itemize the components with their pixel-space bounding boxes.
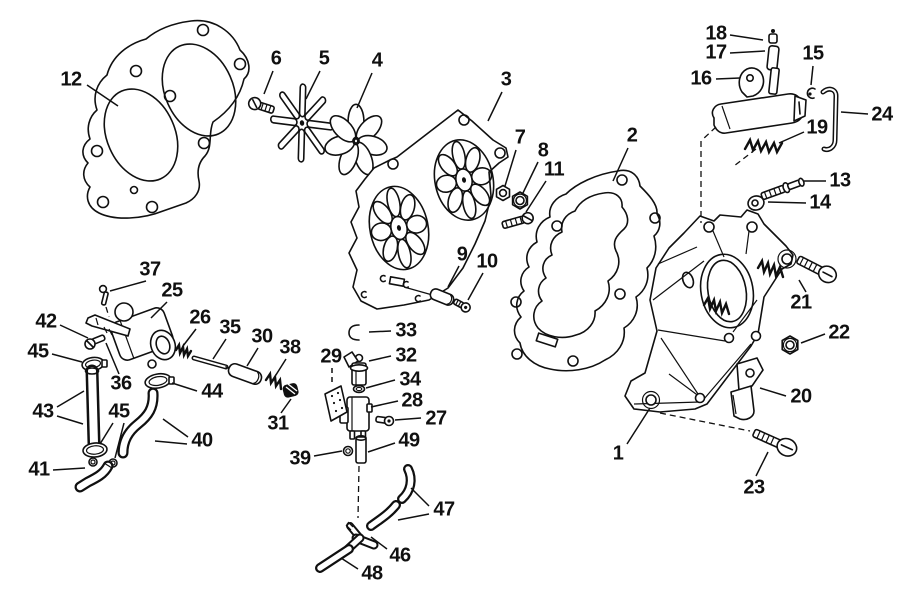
- part-link-rod-24: [823, 89, 836, 149]
- leader-line-3: [488, 92, 502, 121]
- part-valve-32: [344, 352, 368, 385]
- leader-line-40: [155, 441, 187, 444]
- part-screw-42: [85, 335, 105, 349]
- leader-line-15: [811, 66, 813, 85]
- leader-line-34: [366, 380, 395, 388]
- leader-line-21: [799, 280, 806, 292]
- leader-line-23: [756, 452, 768, 476]
- part-grommet-14: [746, 194, 765, 212]
- leader-line-26: [183, 329, 196, 346]
- part-oring-34: [354, 386, 365, 393]
- part-star-fan-5: [266, 80, 338, 166]
- leader-line-11: [526, 181, 546, 212]
- leader-line-1: [627, 408, 650, 444]
- part-plunger-30: [227, 362, 263, 386]
- part-pin-37: [100, 286, 109, 306]
- leader-line-37: [110, 281, 146, 291]
- part-clip-15: [807, 88, 815, 98]
- leader-line-7: [505, 150, 516, 186]
- part-bolt-23: [751, 425, 800, 459]
- leader-line-32: [369, 356, 391, 361]
- callout-leader-lines: [52, 35, 868, 569]
- part-screw-11: [501, 211, 534, 230]
- part-stud-13: [760, 177, 805, 202]
- part-spring-19: [745, 140, 782, 152]
- leader-line-9: [448, 266, 459, 287]
- part-pump-25: [109, 303, 180, 368]
- leader-line-12: [87, 85, 118, 106]
- leader-line-5: [306, 71, 320, 99]
- leader-line-27: [395, 418, 421, 420]
- part-ring-39: [344, 447, 353, 456]
- leader-line-41: [53, 468, 85, 470]
- leader-line-14: [768, 202, 806, 203]
- leader-line-30: [247, 348, 258, 366]
- leader-line-40: [163, 419, 188, 437]
- part-gasket-12: [83, 21, 250, 218]
- leader-line-24: [841, 112, 868, 114]
- leader-line-39: [314, 451, 342, 456]
- part-pin-9: [429, 287, 455, 306]
- part-bolt-21: [794, 252, 839, 285]
- leader-line-8: [522, 162, 538, 195]
- part-nut-8: [513, 192, 528, 209]
- part-nut-22: [782, 336, 798, 354]
- part-hose-47: [371, 469, 411, 526]
- part-screw-10: [452, 297, 472, 313]
- leader-line-16: [716, 78, 740, 79]
- part-bracket-1: [625, 210, 796, 412]
- leader-line-48: [341, 558, 358, 569]
- part-hose-43: [86, 368, 99, 443]
- part-tube-49: [356, 436, 366, 463]
- leader-line-20: [760, 388, 786, 396]
- leader-line-47: [398, 514, 429, 520]
- leader-line-33: [369, 331, 391, 332]
- part-gasket-2: [511, 170, 660, 370]
- part-screw-27: [376, 416, 394, 425]
- leader-line-36: [106, 343, 119, 374]
- leader-line-19: [779, 132, 804, 143]
- leader-line-4: [357, 73, 372, 108]
- leader-line-25: [151, 302, 167, 318]
- part-elbow-41: [80, 463, 112, 487]
- leader-line-38: [274, 359, 286, 378]
- leader-line-22: [801, 334, 825, 343]
- part-spring-38: [266, 374, 281, 389]
- leader-line-28: [371, 401, 398, 407]
- part-hose-48: [320, 549, 349, 568]
- part-tab-20: [731, 358, 763, 420]
- leader-line-10: [468, 273, 483, 300]
- leader-line-43: [57, 416, 83, 424]
- leader-line-44: [172, 383, 197, 391]
- part-hose-40: [123, 393, 153, 453]
- leader-line-6: [264, 71, 273, 94]
- part-clamp-44: [144, 372, 174, 390]
- leader-line-2: [613, 148, 628, 181]
- leader-line-45: [52, 354, 82, 362]
- leader-line-45: [100, 423, 113, 444]
- leader-line-35: [213, 339, 226, 359]
- leader-line-47: [411, 488, 429, 506]
- part-lever-36: [86, 315, 130, 336]
- leader-line-49: [368, 443, 395, 452]
- leader-line-43: [57, 391, 84, 407]
- assembly-dash-lines: [106, 127, 756, 518]
- part-spring-26: [176, 345, 191, 356]
- leader-line-17: [730, 51, 765, 53]
- part-cap-31: [282, 383, 299, 398]
- part-reed-plate-3: [349, 110, 508, 309]
- part-screw-6: [247, 96, 275, 115]
- leader-line-45: [115, 423, 124, 458]
- part-plate-29: [325, 386, 347, 421]
- part-lever-assembly-16: [712, 46, 806, 134]
- leader-line-46: [371, 537, 387, 549]
- leader-line-18: [730, 35, 763, 40]
- part-cap-33: [349, 325, 359, 340]
- leader-line-42: [60, 325, 88, 338]
- part-flower-fan-4: [323, 104, 388, 178]
- part-nut-7: [497, 186, 510, 201]
- part-cap-18: [769, 29, 777, 43]
- leader-line-31: [281, 399, 291, 413]
